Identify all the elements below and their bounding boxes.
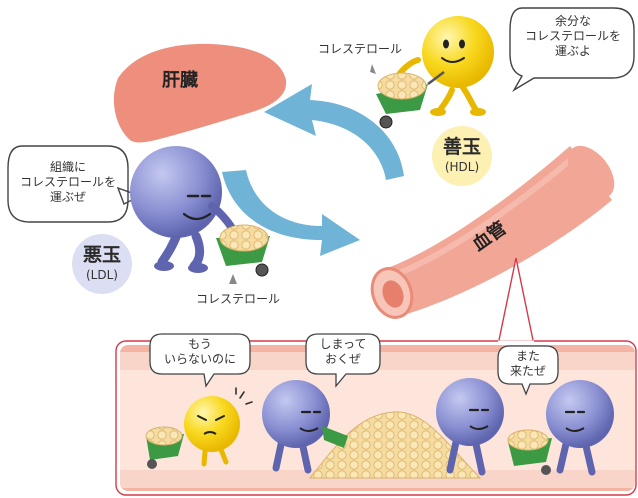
inset-bubble-line: 来たぜ	[509, 364, 546, 378]
liver-shape	[113, 43, 287, 143]
ldl-speech-text: 組織に コレステロールを 運ぶぜ	[8, 160, 128, 205]
ldl-badge	[72, 234, 132, 294]
hdl-badge-sub: (HDL)	[444, 159, 480, 174]
inset-bubble-2-text: しまって おくぜ	[306, 337, 380, 367]
inset-ldl-pair	[436, 378, 614, 476]
inset-bubble-2	[305, 333, 381, 388]
hdl-speech-bubble	[509, 7, 635, 92]
ldl-cargo-pointer	[229, 274, 237, 284]
arrow-to-vessel	[222, 170, 360, 256]
cholesterol-plaque	[308, 411, 482, 479]
inset-hdl-character	[145, 387, 253, 469]
blood-vessel	[370, 145, 615, 319]
ldl-speech-line: 組織に	[49, 160, 86, 174]
hdl-badge	[432, 126, 492, 186]
hdl-cart	[376, 71, 445, 129]
ldl-badge-sub: (LDL)	[86, 267, 118, 282]
hdl-speech-line: コレステロールを	[524, 29, 621, 43]
ldl-badge-title: 悪玉	[82, 244, 121, 266]
inset-ldl-dumping	[262, 380, 348, 474]
ldl-cargo-label: コレステロール	[196, 292, 281, 306]
inset-bubble-line: おくぜ	[324, 352, 361, 366]
inset-bubble-3	[497, 345, 559, 396]
arrow-to-liver	[264, 84, 404, 180]
inset-bubble-line: しまって	[319, 337, 367, 351]
hdl-speech-line: 余分な	[554, 14, 591, 28]
ldl-speech-line: コレステロールを	[19, 175, 116, 189]
ldl-character	[130, 146, 236, 273]
hdl-cargo-pointer	[370, 64, 376, 74]
hdl-badge-title: 善玉	[442, 136, 481, 158]
hdl-speech-line: 運ぶよ	[554, 44, 591, 58]
hdl-speech-text: 余分な コレステロールを 運ぶよ	[512, 14, 634, 59]
inset-bubble-1-text: もう いらないのに	[150, 337, 250, 367]
inset-bubble-1	[149, 333, 251, 388]
inset-bubble-3-text: また 来たぜ	[498, 349, 558, 379]
hdl-badge-text: 善玉 (HDL)	[432, 136, 492, 175]
circulation-arrows	[222, 84, 404, 256]
liver-label: 肝臓	[162, 70, 198, 91]
callout-pointer	[497, 257, 535, 346]
hdl-cargo-label: コレステロール	[318, 42, 403, 56]
inset-bubble-line: いらないのに	[163, 352, 236, 366]
ldl-speech-line: 運ぶぜ	[49, 190, 86, 204]
ldl-badge-text: 悪玉 (LDL)	[72, 244, 132, 283]
ldl-cart	[216, 224, 270, 277]
inset-bubble-line: また	[515, 349, 540, 363]
inset-bubble-line: もう	[188, 337, 212, 351]
